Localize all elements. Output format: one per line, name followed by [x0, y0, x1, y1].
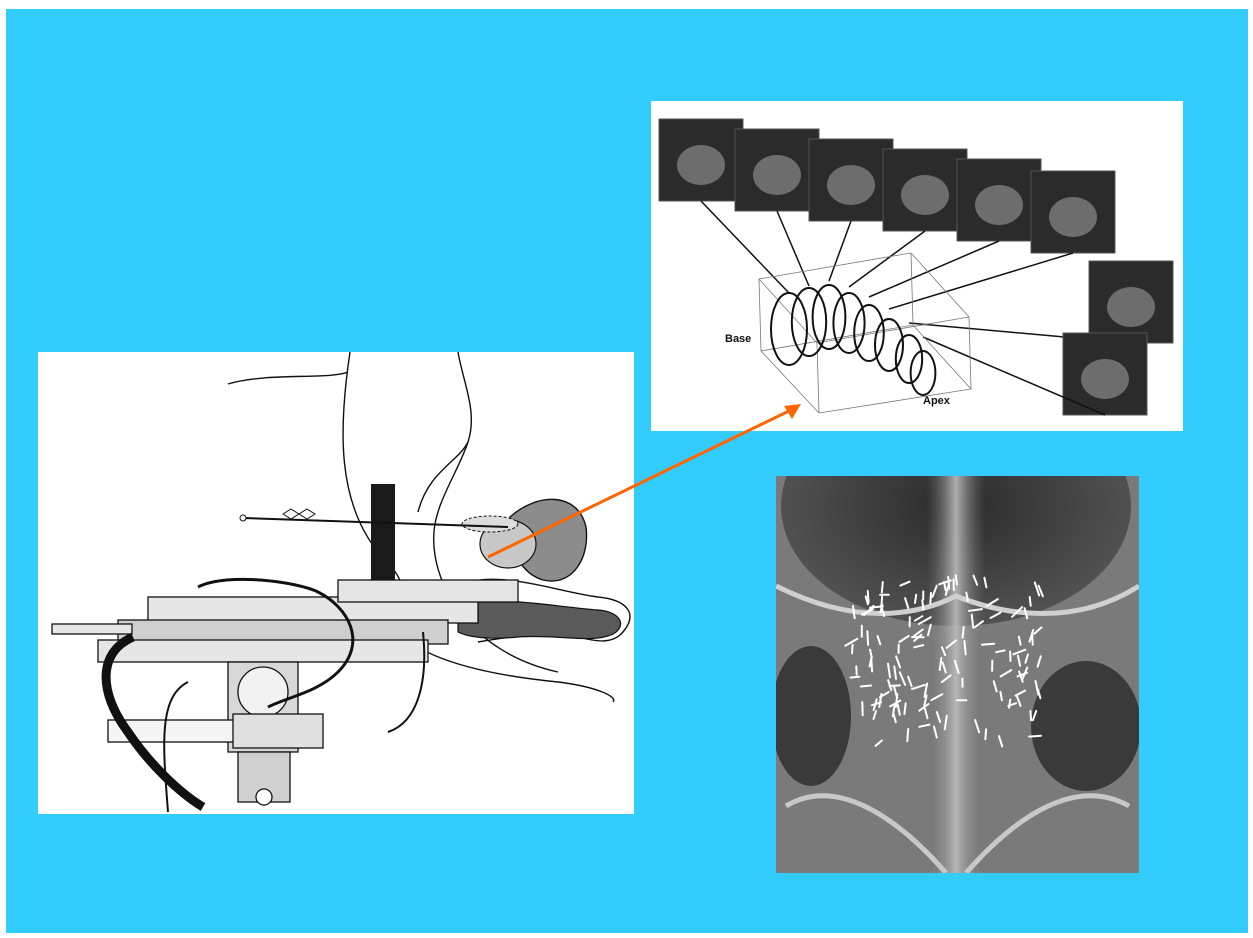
slice-connector-line — [869, 241, 999, 297]
transrectal-ultrasound-slice-stack-icon — [651, 101, 1183, 431]
ultrasound-gland-image — [1107, 287, 1155, 327]
radioactive-seed — [907, 729, 908, 741]
ultrasound-gland-image — [677, 145, 725, 185]
base-label: Base — [725, 333, 751, 345]
radioactive-seed — [922, 600, 923, 609]
ultrasound-series-panel: Base Apex — [651, 101, 1183, 431]
pelvic-xray-with-radioactive-seeds-icon — [776, 476, 1139, 873]
radioactive-seed — [861, 686, 871, 687]
gland-contour — [896, 335, 922, 383]
ultrasound-gland-image — [753, 155, 801, 195]
brachytherapy-implant-apparatus-drawing-icon — [38, 352, 634, 814]
ultrasound-gland-image — [975, 185, 1023, 225]
radioactive-seed — [964, 641, 965, 654]
implant-diagram-panel — [38, 352, 634, 814]
radioactive-seed — [1029, 736, 1041, 737]
radioactive-seed — [867, 631, 868, 645]
ultrasound-gland-image — [827, 165, 875, 205]
slice-connector-line — [889, 253, 1073, 309]
radioactive-seed — [852, 645, 853, 654]
slice-connector-line — [701, 201, 789, 293]
gland-contour — [833, 293, 864, 353]
radioactive-seed — [985, 729, 986, 739]
radioactive-seed — [948, 577, 949, 589]
ultrasound-gland-image — [1049, 197, 1097, 237]
radioactive-seed — [963, 627, 964, 638]
radioactive-seed — [956, 575, 957, 584]
ultrasound-gland-image — [1081, 359, 1129, 399]
radioactive-seed — [890, 685, 900, 686]
apex-label: Apex — [923, 395, 950, 407]
radioactive-seed — [896, 694, 897, 707]
xray-panel — [776, 476, 1139, 873]
radioactive-seed — [915, 595, 916, 603]
radioactive-seed — [1009, 700, 1010, 708]
radioactive-seed — [904, 703, 905, 714]
radioactive-seed — [1030, 711, 1031, 720]
radioactive-seed — [1030, 597, 1031, 606]
slice-connector-line — [829, 221, 851, 281]
radioactive-seed — [882, 582, 883, 592]
radioactive-seed — [982, 644, 994, 645]
ultrasound-gland-image — [901, 175, 949, 215]
gland-contour — [854, 305, 884, 361]
radioactive-seed — [930, 593, 931, 604]
radioactive-seed — [851, 677, 860, 678]
gland-contour — [771, 293, 807, 365]
